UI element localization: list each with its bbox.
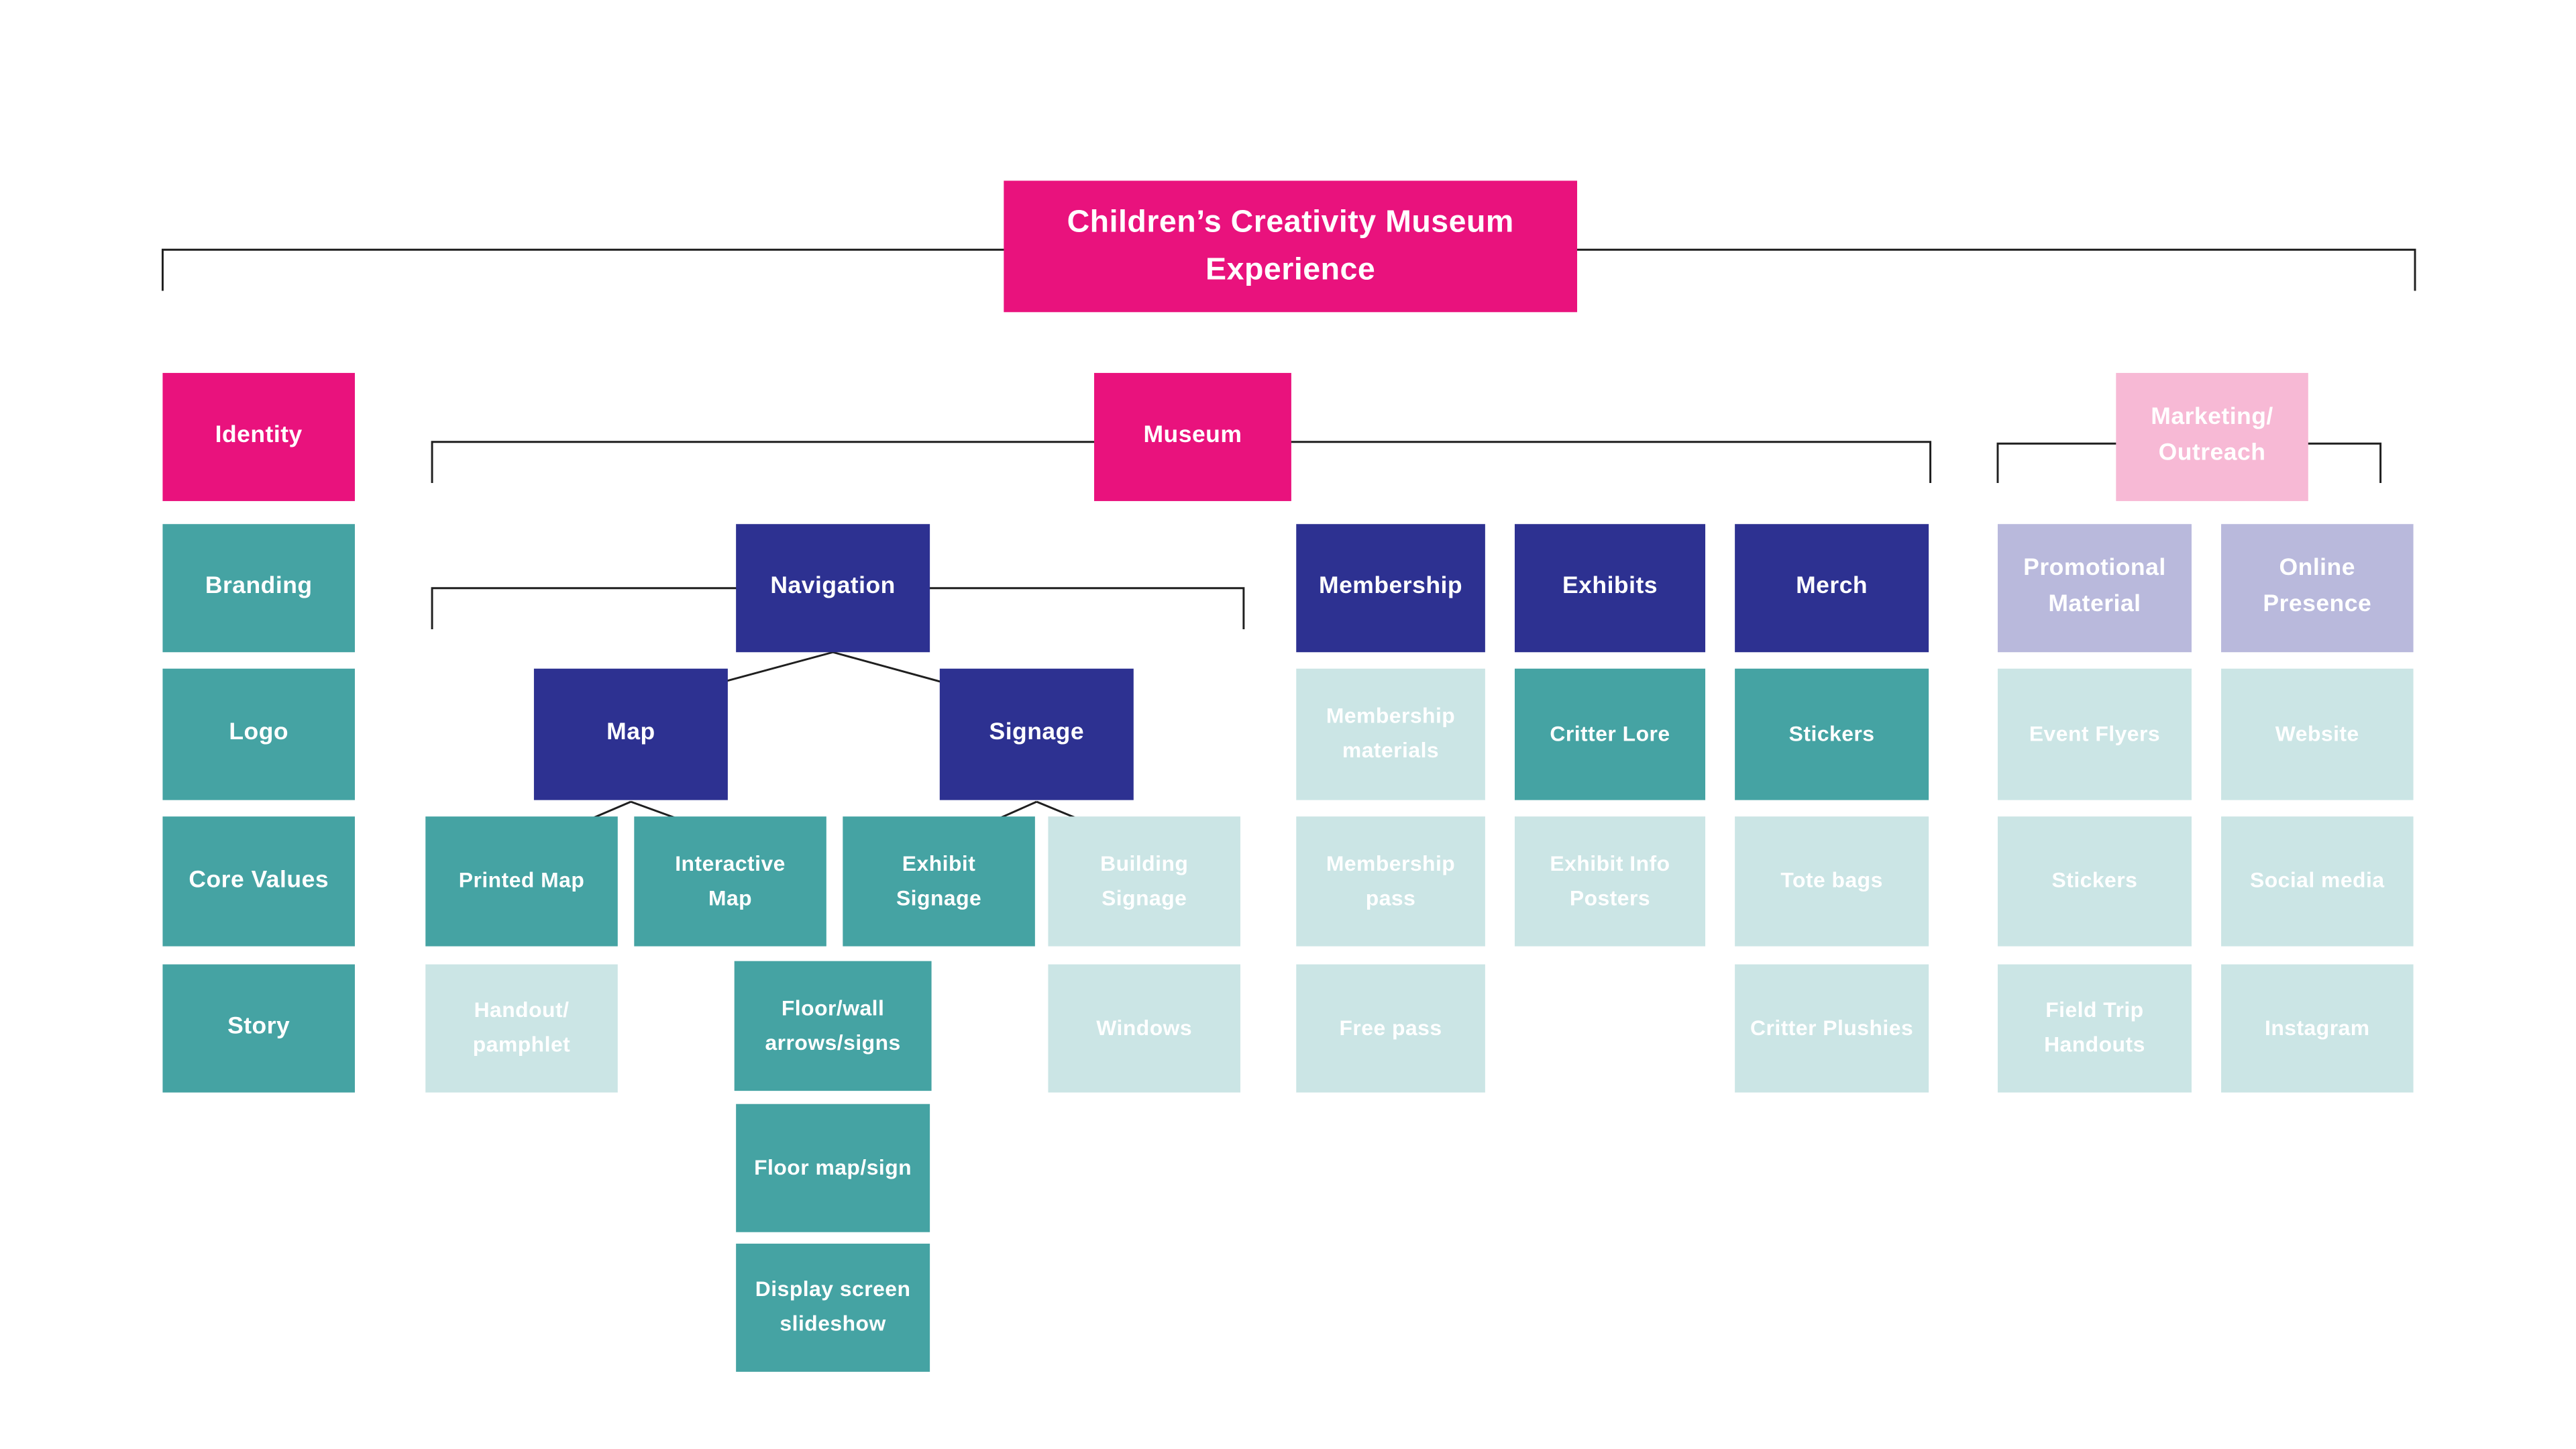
node-logo: Logo (162, 668, 355, 800)
node-exhibits: Exhibits (1514, 524, 1706, 653)
node-branding: Branding (162, 524, 355, 653)
node-critter-plushies: Critter Plushies (1735, 964, 1929, 1093)
node-social-media: Social media (2221, 816, 2414, 947)
node-field-trip-handouts: Field Trip Handouts (1997, 964, 2192, 1093)
node-online-presence: Online Presence (2221, 524, 2414, 653)
node-stickers-marketing: Stickers (1997, 816, 2192, 947)
node-membership-pass: Membership pass (1296, 816, 1485, 947)
node-floor-map-sign: Floor map/sign (736, 1104, 930, 1232)
node-exhibit-signage: Exhibit Signage (843, 816, 1035, 947)
node-handout-pamphlet: Handout/ pamphlet (425, 964, 618, 1093)
node-identity: Identity (162, 372, 355, 501)
node-interactive-map: Interactive Map (634, 816, 826, 947)
node-display-screen-slideshow: Display screen slideshow (736, 1243, 930, 1372)
node-tote-bags: Tote bags (1735, 816, 1929, 947)
node-printed-map: Printed Map (425, 816, 618, 947)
node-signage: Signage (939, 668, 1134, 800)
node-membership-materials: Membership materials (1296, 668, 1485, 800)
line-navigation-to-map (711, 651, 834, 686)
node-story: Story (162, 964, 355, 1093)
node-membership: Membership (1296, 524, 1485, 653)
node-navigation: Navigation (736, 524, 930, 653)
node-marketing-outreach: Marketing/ Outreach (2116, 372, 2308, 501)
diagram-title: Children’s Creativity Museum Experience (1004, 180, 1578, 313)
node-merch: Merch (1735, 524, 1929, 653)
node-floor-wall-arrows-signs: Floor/wall arrows/signs (734, 961, 932, 1091)
node-core-values: Core Values (162, 816, 355, 947)
node-windows: Windows (1048, 964, 1240, 1093)
node-exhibit-info-posters: Exhibit Info Posters (1514, 816, 1706, 947)
node-instagram: Instagram (2221, 964, 2414, 1093)
node-promotional-material: Promotional Material (1997, 524, 2192, 653)
line-navigation-to-signage (833, 651, 953, 686)
node-museum: Museum (1094, 372, 1291, 501)
node-critter-lore: Critter Lore (1514, 668, 1706, 800)
node-stickers-merch: Stickers (1735, 668, 1929, 800)
node-free-pass: Free pass (1296, 964, 1485, 1093)
node-website: Website (2221, 668, 2414, 800)
node-building-signage: Building Signage (1048, 816, 1240, 947)
node-map: Map (533, 668, 728, 800)
node-event-flyers: Event Flyers (1997, 668, 2192, 800)
